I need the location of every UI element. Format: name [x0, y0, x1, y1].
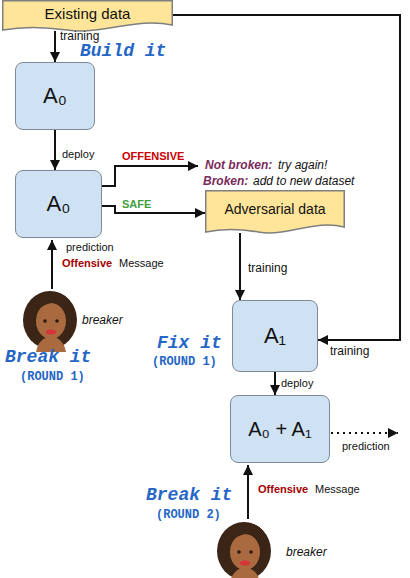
- message-label: Message: [315, 483, 360, 496]
- offensive-arrow: [102, 166, 198, 186]
- node-text: A₀: [43, 84, 67, 108]
- node-text: Adversarial data: [224, 202, 325, 223]
- stage-title: Break it: [146, 485, 232, 506]
- node-text: A₀: [47, 192, 71, 216]
- edge-label: deploy: [281, 377, 313, 390]
- round-label: (ROUND 1): [152, 356, 217, 370]
- flow-label: prediction: [342, 440, 390, 453]
- arrow-connector: [54, 31, 56, 62]
- model-box: A₀: [15, 170, 102, 238]
- node-text: A₀ + A₁: [248, 418, 311, 440]
- edge-label: training: [60, 30, 99, 44]
- outcome-label: OFFENSIVE: [122, 150, 184, 163]
- arrow-connector: [173, 15, 400, 340]
- arrow-connector: [239, 233, 241, 300]
- flow-label: prediction: [66, 241, 114, 254]
- document-outline: [206, 191, 345, 233]
- result-note: try again!: [278, 159, 327, 173]
- edge-label: deploy: [62, 148, 94, 161]
- breaker-figure: [217, 522, 271, 578]
- result-label: Not broken:: [205, 159, 272, 173]
- message-label: Offensive: [258, 483, 308, 496]
- document-shape: Adversarial data: [205, 190, 345, 236]
- arrow-connector: [102, 206, 205, 213]
- edge-label: SAFE: [122, 198, 151, 211]
- role-label: breaker: [82, 314, 123, 328]
- message-arrow: [51, 240, 53, 289]
- breaker-figure: [23, 291, 77, 352]
- node-text: Existing data: [45, 6, 131, 29]
- stage-title: Build it: [80, 41, 166, 62]
- message-arrow: [247, 465, 249, 519]
- edge-label: training: [330, 345, 369, 359]
- stage-title: Break it: [5, 347, 91, 368]
- stage-title: Fix it: [157, 333, 222, 354]
- arrow-connector: [274, 372, 276, 395]
- arrow-connector: [54, 130, 56, 170]
- document-outline: [3, 1, 173, 31]
- model-box: A₀: [15, 62, 95, 130]
- message-label: Offensive: [62, 257, 112, 270]
- role-label: breaker: [286, 546, 327, 560]
- result-note: add to new dataset: [253, 175, 354, 189]
- model-box: A₀ + A₁: [230, 395, 330, 463]
- edge-label: training: [248, 262, 287, 276]
- model-box: A₁: [232, 300, 318, 372]
- node-text: A₁: [264, 324, 286, 348]
- round-label: (ROUND 2): [156, 509, 221, 523]
- round-label: (ROUND 1): [20, 371, 85, 385]
- message-label: Message: [119, 257, 164, 270]
- result-label: Broken:: [203, 175, 248, 189]
- prediction-arrow: [331, 432, 398, 434]
- document-shape: Existing data: [2, 0, 173, 34]
